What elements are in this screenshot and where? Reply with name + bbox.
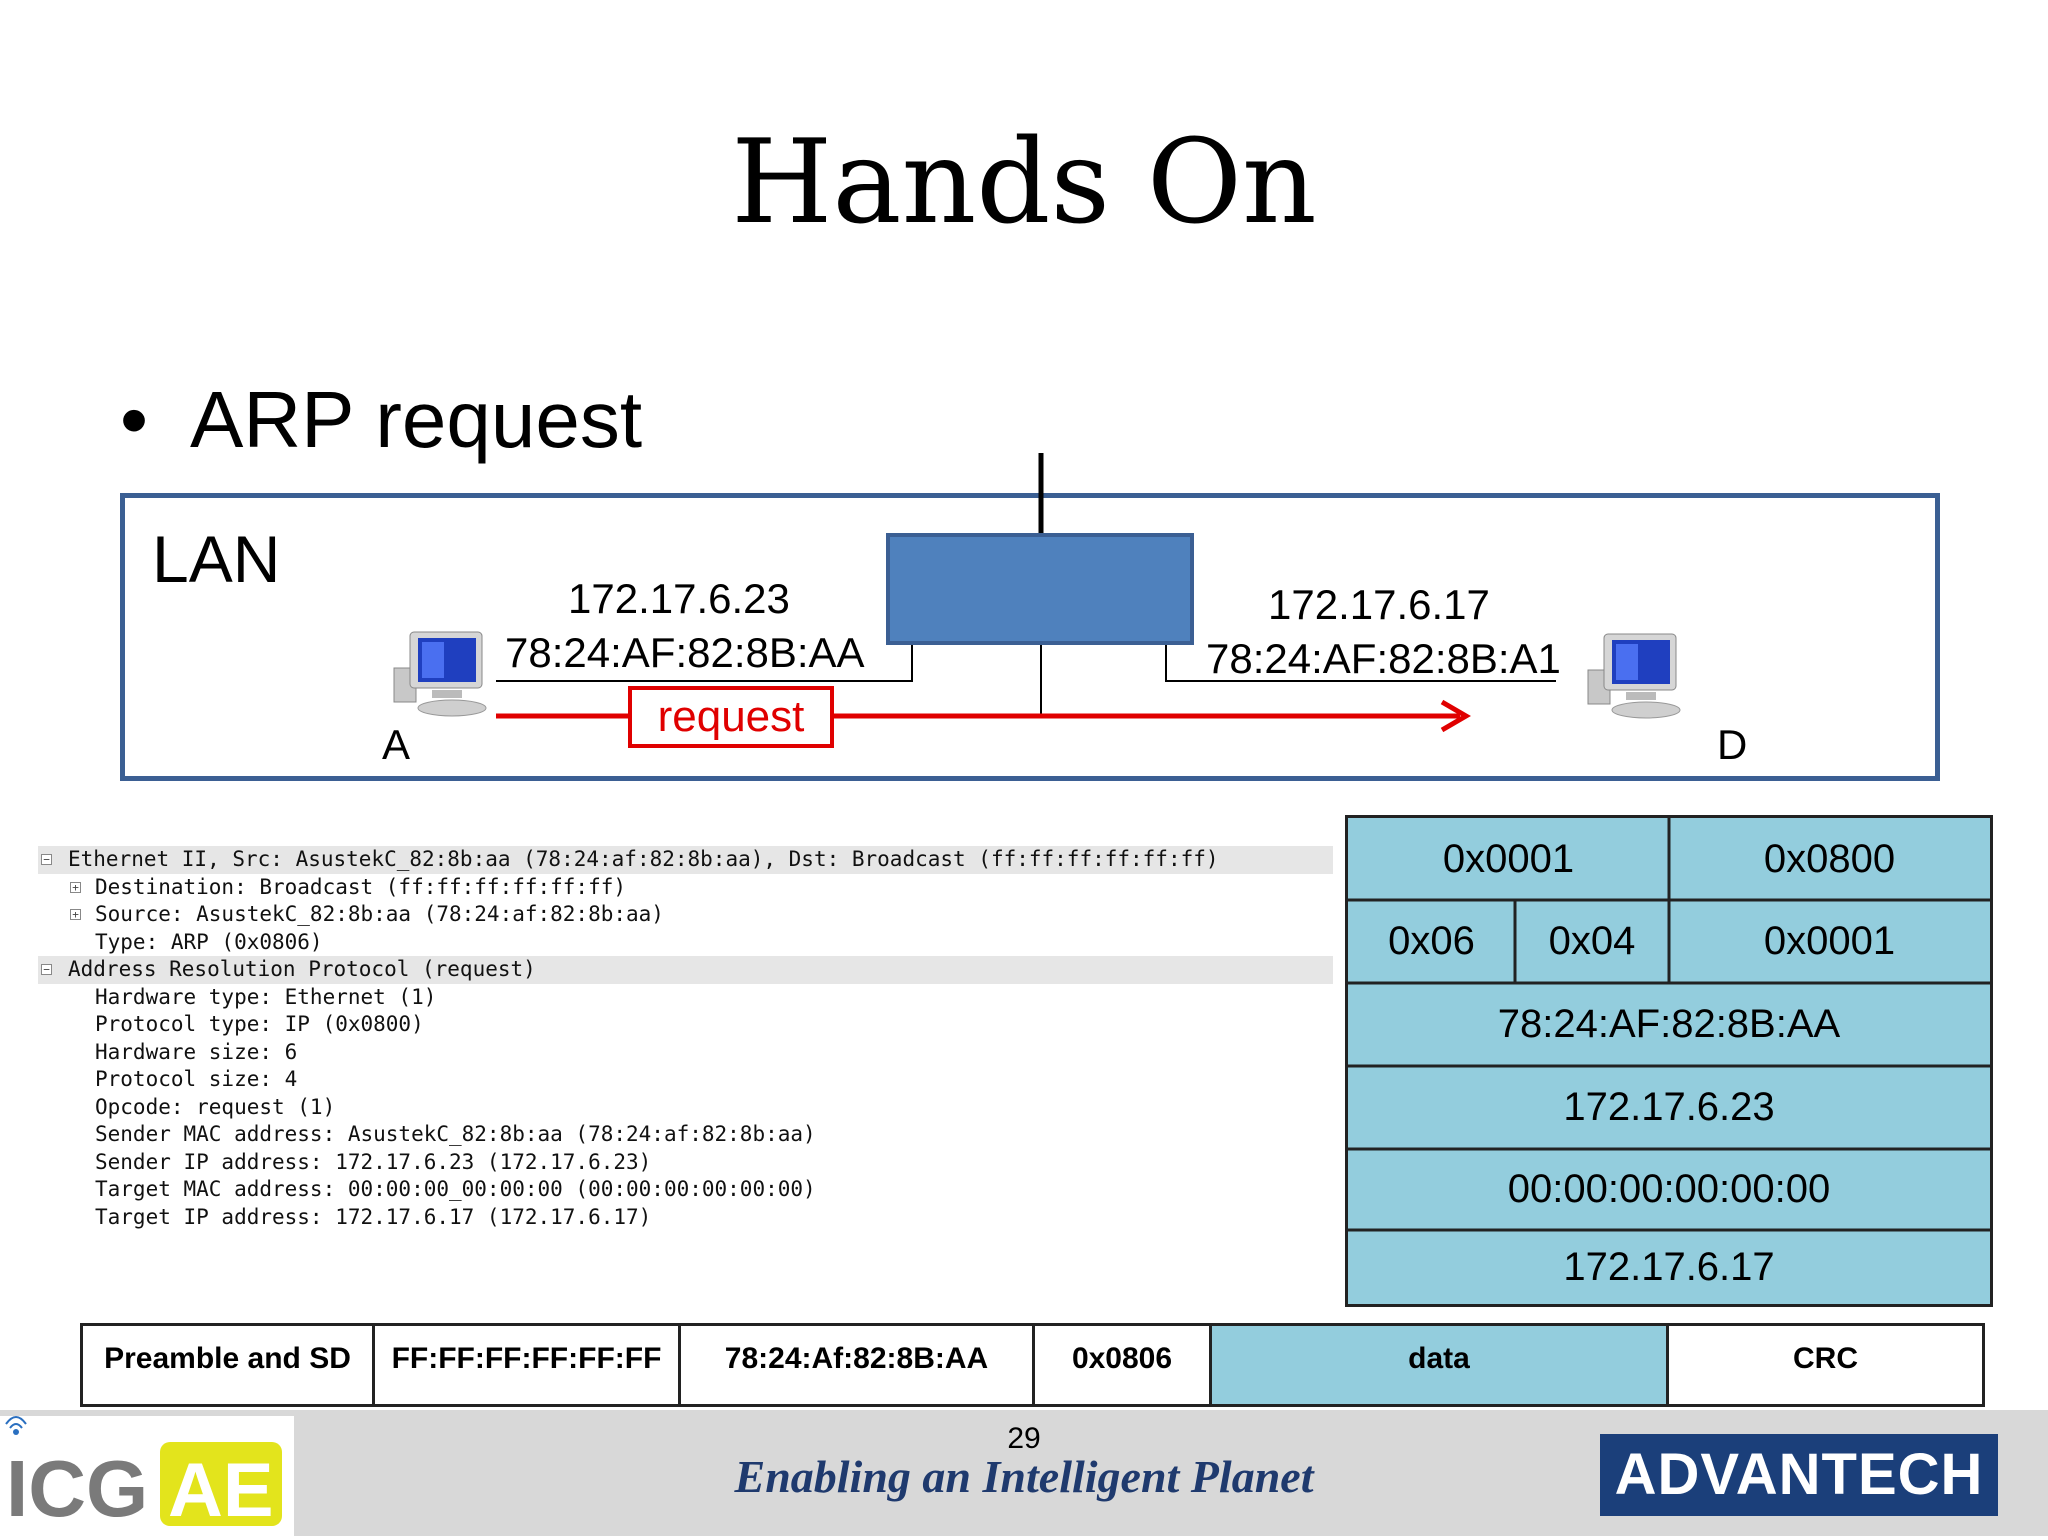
field-target-mac: 00:00:00:00:00:00: [1507, 1167, 1831, 1211]
request-label: request: [628, 686, 834, 748]
lan-wiring: [496, 453, 1556, 733]
svg-text:ICG: ICG: [6, 1444, 148, 1533]
tree-row-protocol-type[interactable]: Protocol type: IP (0x0800): [38, 1011, 1333, 1039]
icg-ae-logo: ICG AE: [0, 1416, 294, 1536]
switch-box: [886, 533, 1194, 645]
tree-row-source[interactable]: + Source: AsustekC_82:8b:aa (78:24:af:82:…: [38, 901, 1333, 929]
expand-icon[interactable]: +: [70, 881, 81, 893]
computer-a-icon: [393, 631, 487, 717]
expand-icon[interactable]: +: [70, 909, 81, 920]
tree-row-sender-mac[interactable]: Sender MAC address: AsustekC_82:8b:aa (7…: [38, 1121, 1333, 1149]
field-target-ip: 172.17.6.17: [1563, 1244, 1775, 1289]
tree-row-opcode[interactable]: Opcode: request (1): [38, 1094, 1333, 1122]
frame-source: 78:24:Af:82:8B:AA: [681, 1326, 1035, 1404]
arp-table-gridlines: [1348, 818, 1990, 1232]
tree-row-target-mac[interactable]: Target MAC address: 00:00:00_00:00:00 (0…: [38, 1176, 1333, 1204]
tree-row-target-ip[interactable]: Target IP address: 172.17.6.17 (172.17.6…: [38, 1204, 1333, 1232]
field-hardware-type: 0x0001: [1442, 836, 1575, 881]
tree-row-text: Target MAC address: 00:00:00_00:00:00 (0…: [95, 1177, 816, 1201]
lan-label: LAN: [152, 522, 281, 596]
tree-row-text: Hardware size: 6: [95, 1039, 298, 1064]
collapse-icon[interactable]: −: [41, 854, 52, 865]
tree-row-text: Ethernet II, Src: AsustekC_82:8b:aa (78:…: [68, 847, 1219, 871]
tree-row-text: Source: AsustekC_82:8b:aa (78:24:af:82:8…: [95, 902, 664, 926]
host-a-ip: 172.17.6.23: [568, 575, 790, 622]
frame-type: 0x0806: [1035, 1326, 1212, 1404]
frame-crc: CRC: [1793, 1342, 1858, 1375]
field-sender-mac: 78:24:AF:82:8B:AA: [1497, 1002, 1841, 1046]
page-number: 29: [1007, 1422, 1041, 1455]
frame-destination: FF:FF:FF:FF:FF:FF: [375, 1326, 681, 1404]
field-protocol-type: 0x0800: [1763, 836, 1896, 881]
host-d-mac: 78:24:AF:82:8B:A1: [1206, 635, 1561, 682]
footer-slogan: Enabling an Intelligent Planet: [734, 1451, 1314, 1502]
tree-row-destination[interactable]: + Destination: Broadcast (ff:ff:ff:ff:ff:…: [38, 874, 1333, 902]
tree-row-text: Sender MAC address: AsustekC_82:8b:aa (7…: [95, 1122, 816, 1146]
tree-row-text: Protocol size: 4: [95, 1067, 298, 1091]
slide-title: Hands On: [731, 115, 1317, 250]
cable-d: [1165, 645, 1556, 682]
tree-row-text: Opcode: request (1): [95, 1094, 336, 1119]
bullet-dot-icon: •: [120, 375, 149, 464]
bullet-item: •ARP request: [120, 380, 642, 460]
tree-row-type[interactable]: Type: ARP (0x0806): [38, 929, 1333, 957]
tree-row-hardware-type[interactable]: Hardware type: Ethernet (1): [38, 984, 1333, 1012]
advantech-logo: ADVANTECH: [1600, 1434, 1998, 1516]
request-arrow-head-icon: [1440, 699, 1471, 733]
tree-row-ethernet[interactable]: − Ethernet II, Src: AsustekC_82:8b:aa (78…: [38, 846, 1333, 874]
tree-row-text: Protocol type: IP (0x0800): [95, 1012, 424, 1036]
collapse-icon[interactable]: −: [41, 964, 52, 975]
tree-row-text: Type: ARP (0x0806): [95, 929, 323, 954]
host-d-ip: 172.17.6.17: [1268, 581, 1490, 628]
tree-row-hardware-size[interactable]: Hardware size: 6: [38, 1039, 1333, 1067]
icg-ae-logo-icon: ICG AE: [5, 1416, 282, 1533]
cable-a: [496, 645, 913, 682]
host-a-letter: A: [382, 721, 411, 768]
svg-text:AE: AE: [168, 1448, 274, 1533]
host-a-mac: 78:24:AF:82:8B:AA: [505, 629, 865, 676]
field-opcode: 0x0001: [1763, 919, 1896, 963]
tree-row-sender-ip[interactable]: Sender IP address: 172.17.6.23 (172.17.6…: [38, 1149, 1333, 1177]
ethernet-frame: Preamble and SD FF:FF:FF:FF:FF:FF 78:24:…: [80, 1323, 1985, 1407]
tree-row-protocol-size[interactable]: Protocol size: 4: [38, 1066, 1333, 1094]
tree-row-arp[interactable]: − Address Resolution Protocol (request): [38, 956, 1333, 984]
tree-row-text: Destination: Broadcast (ff:ff:ff:ff:ff:f…: [95, 874, 627, 899]
field-hardware-size: 0x06: [1388, 919, 1475, 963]
computer-d-icon: [1587, 633, 1681, 719]
arp-field-table: 0x0001 0x0800 0x06 0x04 0x0001 78:24:AF:…: [1345, 815, 1993, 1307]
tree-row-text: Sender IP address: 172.17.6.23 (172.17.6…: [95, 1149, 652, 1174]
tree-row-text: Hardware type: Ethernet (1): [95, 984, 437, 1009]
field-sender-ip: 172.17.6.23: [1563, 1085, 1775, 1129]
field-protocol-size: 0x04: [1548, 919, 1636, 963]
packet-detail-pane: − Ethernet II, Src: AsustekC_82:8b:aa (78…: [38, 846, 1333, 1231]
host-d-letter: D: [1717, 721, 1748, 768]
bullet-text: ARP request: [190, 375, 643, 464]
tree-row-text: Target IP address: 172.17.6.17 (172.17.6…: [95, 1204, 652, 1229]
frame-data: data: [1212, 1326, 1669, 1404]
frame-preamble: Preamble and SD: [83, 1326, 375, 1404]
tree-row-text: Address Resolution Protocol (request): [68, 957, 536, 981]
